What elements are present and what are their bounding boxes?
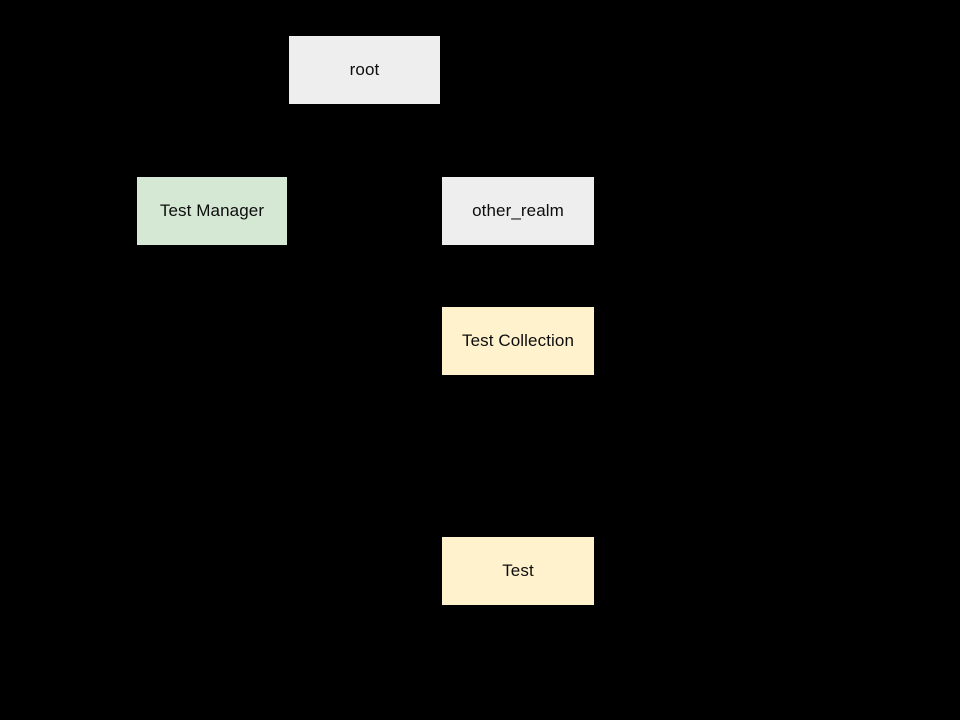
node-test-collection[interactable]: Test Collection — [442, 307, 594, 375]
node-label-test: Test — [502, 560, 534, 580]
node-label-root: root — [349, 59, 380, 79]
node-label-test-collection: Test Collection — [461, 330, 575, 350]
node-root[interactable]: root — [289, 36, 440, 104]
node-test[interactable]: Test — [442, 537, 594, 605]
edge-root-to-other-realm — [363, 104, 519, 177]
node-label-other-realm: other_realm — [472, 200, 564, 220]
edge-root-to-test-manager — [211, 104, 365, 177]
node-label-test-manager: Test Manager — [159, 200, 265, 220]
node-test-manager[interactable]: Test Manager — [137, 177, 287, 245]
node-other-realm[interactable]: other_realm — [442, 177, 594, 245]
